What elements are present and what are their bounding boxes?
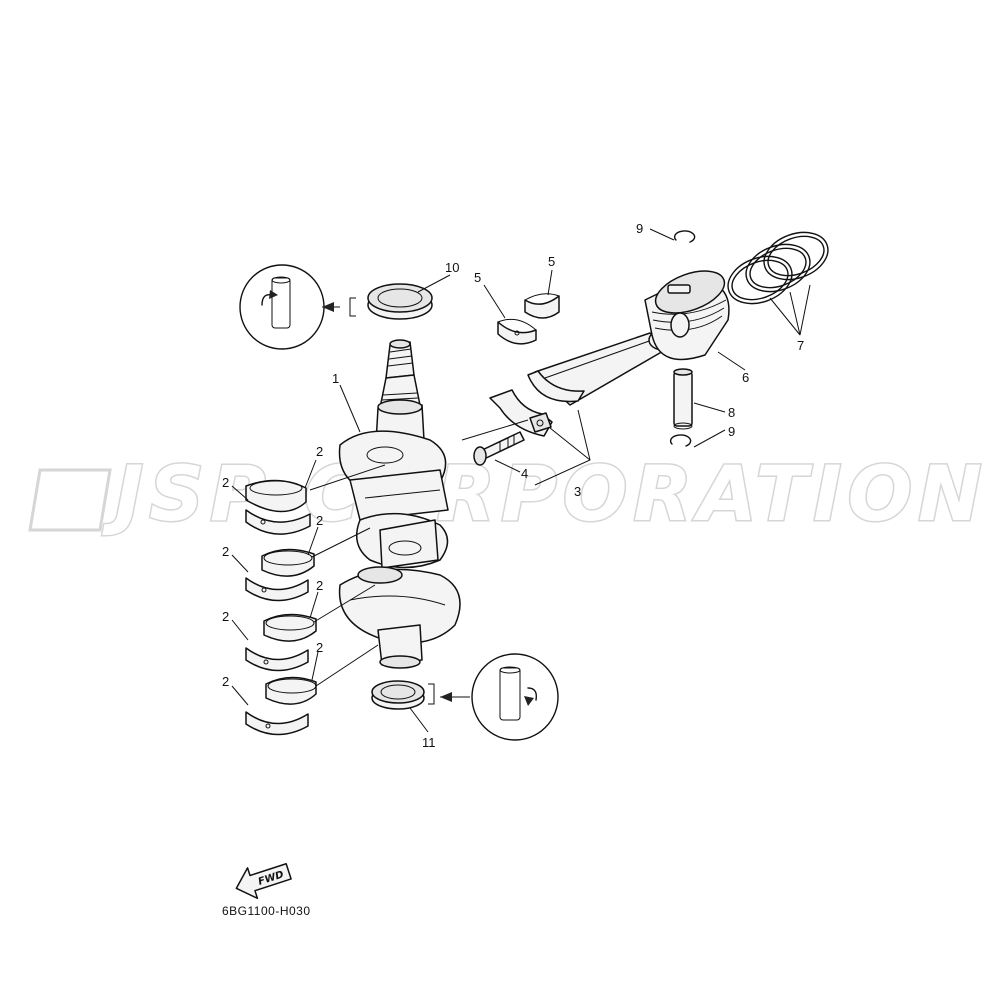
leader-5-a <box>483 284 506 319</box>
rod-bolt-4 <box>473 431 525 466</box>
leader-7 <box>769 284 811 336</box>
callout-2-r4: 2 <box>316 640 323 655</box>
piston-pin-clip-9-top <box>673 230 696 243</box>
oil-seal-10 <box>367 283 433 320</box>
leader-2-r3 <box>309 584 376 623</box>
callout-5-a: 5 <box>474 270 481 285</box>
callout-2-l1: 2 <box>222 475 229 490</box>
callout-7: 7 <box>797 338 804 353</box>
watermark-text: JSP CORPORATION <box>102 449 988 538</box>
leader-4-dash <box>461 419 529 441</box>
callout-1: 1 <box>332 371 339 386</box>
leader-9-top <box>649 228 675 241</box>
piston-6 <box>644 270 730 361</box>
leader-10 <box>417 274 451 293</box>
leader-2-r2 <box>307 526 371 558</box>
callout-11: 11 <box>422 735 436 750</box>
watermark: JSP CORPORATION <box>28 448 988 540</box>
leader-8 <box>693 402 726 413</box>
connecting-rod-3 <box>489 329 678 437</box>
leader-2-l1 <box>231 485 249 501</box>
leader-3 <box>534 409 591 486</box>
leader-11 <box>409 707 429 733</box>
leader-2-l4 <box>231 685 249 706</box>
bearing-5-b <box>524 293 560 319</box>
oil-seal-11 <box>371 680 425 710</box>
main-bearing-2-d <box>245 676 317 736</box>
rotation-detail-top <box>239 264 356 350</box>
callout-2-r1: 2 <box>316 444 323 459</box>
callout-2-l3: 2 <box>222 609 229 624</box>
bearing-5-a <box>497 318 537 345</box>
leader-2-l2 <box>231 554 249 573</box>
main-bearing-2-a <box>245 479 311 535</box>
callout-2-l2: 2 <box>222 544 229 559</box>
leader-2-l3 <box>231 619 249 641</box>
main-bearing-2-c <box>245 613 317 672</box>
callout-2-r2: 2 <box>316 513 323 528</box>
callout-9-bottom: 9 <box>728 424 735 439</box>
callout-9-top: 9 <box>636 221 643 236</box>
main-bearing-2-b <box>245 548 315 602</box>
leader-1 <box>339 384 361 433</box>
leader-6 <box>717 351 746 371</box>
crankshaft-1 <box>338 339 461 669</box>
piston-pin-clip-9-bottom <box>669 434 692 447</box>
callout-4: 4 <box>521 466 528 481</box>
leader-2-r4 <box>311 644 379 687</box>
leader-2-r1 <box>304 459 386 491</box>
callout-10: 10 <box>445 260 459 275</box>
rotation-detail-bottom <box>428 653 559 741</box>
callout-8: 8 <box>728 405 735 420</box>
watermark-logo <box>28 468 112 532</box>
leader-5-b <box>547 269 553 296</box>
callout-6: 6 <box>742 370 749 385</box>
callout-2-l4: 2 <box>222 674 229 689</box>
forward-arrow-icon: FWD <box>235 862 292 900</box>
piston-pin-8 <box>673 368 693 430</box>
callout-2-r3: 2 <box>316 578 323 593</box>
leader-4 <box>494 459 521 473</box>
piston-ring-set-7 <box>727 231 829 305</box>
diagram-code: 6BG1100-H030 <box>222 904 311 918</box>
callout-3: 3 <box>574 484 581 499</box>
callout-5-b: 5 <box>548 254 555 269</box>
leader-9-bottom <box>693 429 726 448</box>
